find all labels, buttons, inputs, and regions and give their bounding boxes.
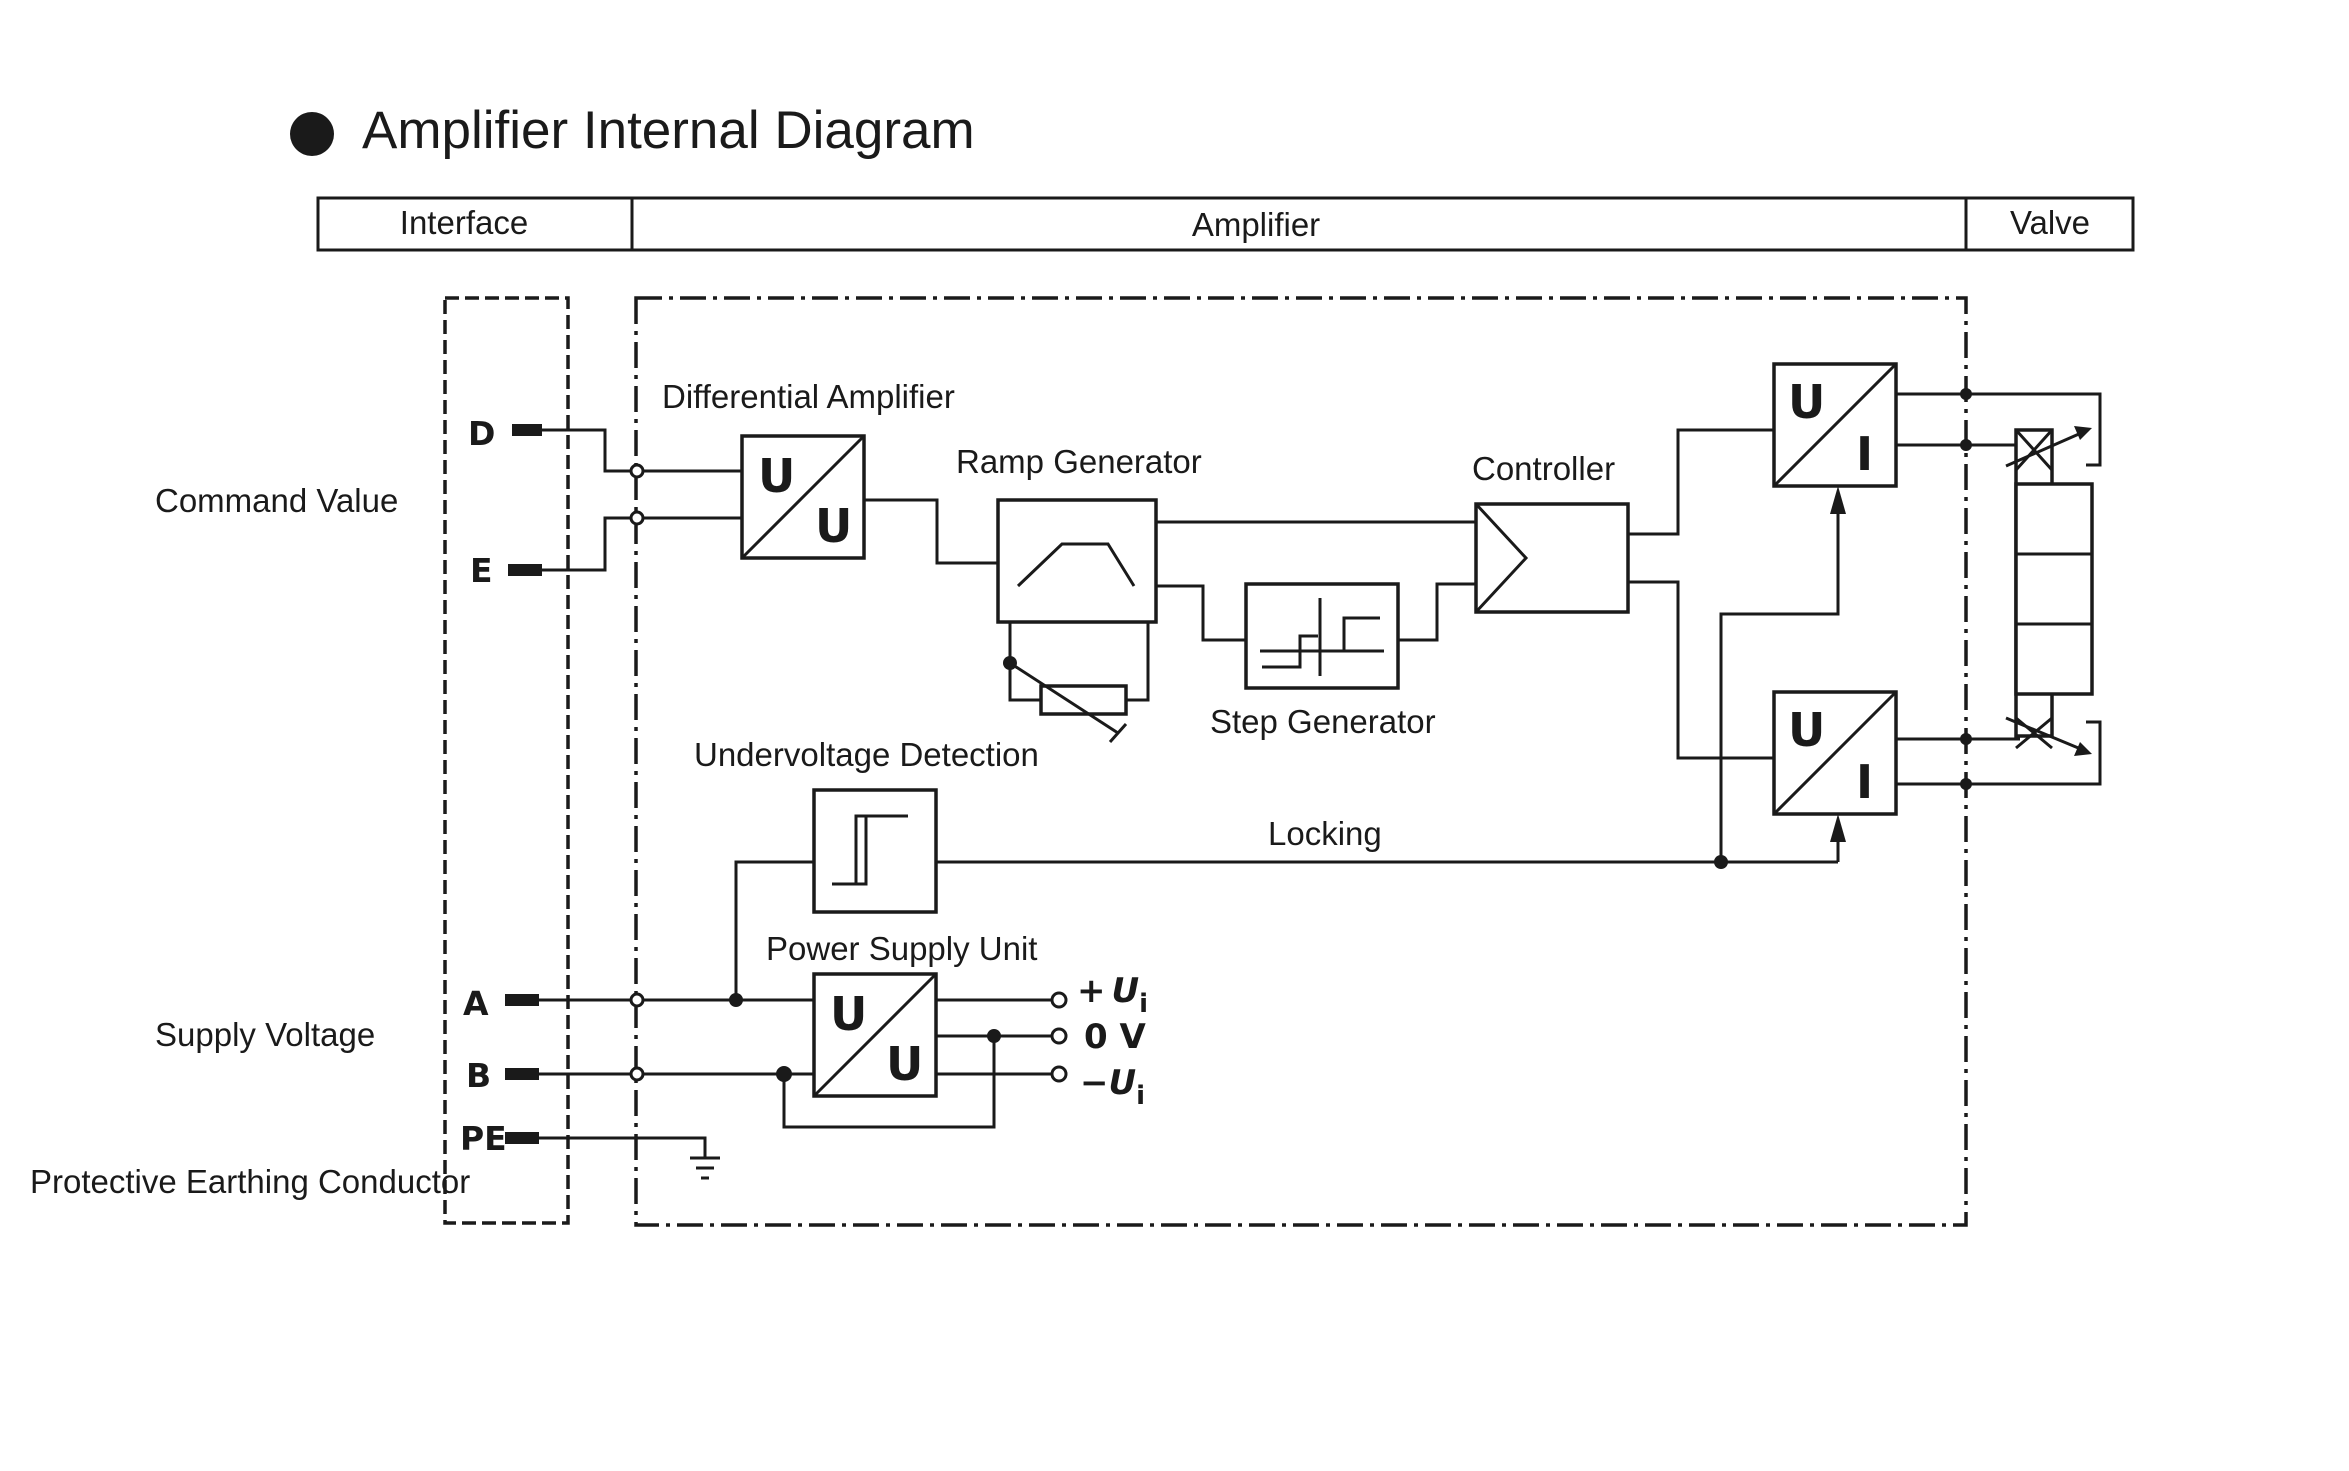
command-wires (542, 428, 742, 572)
undervoltage-detection-label: Undervoltage Detection (694, 736, 1039, 773)
page-title: Amplifier Internal Diagram (362, 101, 975, 160)
step-generator-label: Step Generator (1210, 703, 1436, 740)
valve-solenoid (2005, 426, 2094, 756)
ramp-generator-label: Ramp Generator (956, 443, 1202, 480)
pin-pe-label: PE (460, 1119, 507, 1158)
controller-block (1474, 502, 1630, 614)
psu-u-in: U (830, 987, 867, 1041)
pin-b-label: B (466, 1056, 491, 1095)
pin-b-terminal (505, 1068, 539, 1080)
output-plus-ui: +Ui (1077, 971, 1148, 1019)
pin-e-terminal (508, 564, 542, 576)
diff-amp-u-out: U (815, 499, 852, 553)
valve-wiring (1896, 388, 2102, 790)
supply-wires (539, 860, 996, 1180)
interface-boundary (443, 296, 570, 1225)
ui-top-i: I (1856, 427, 1873, 481)
power-supply-unit-block: U U (812, 972, 938, 1098)
output-minus-ui: −Ui (1080, 1063, 1145, 1111)
header-interface: Interface (400, 204, 528, 241)
header-amplifier: Amplifier (1192, 206, 1320, 243)
title-bullet-icon (290, 112, 334, 156)
pin-e-label: E (470, 551, 493, 590)
amplifier-boundary (634, 296, 1968, 1227)
ui-bottom-u: U (1788, 703, 1825, 757)
pin-a-label: A (463, 984, 489, 1023)
supply-voltage-label: Supply Voltage (155, 1016, 375, 1053)
differential-amplifier-block: U U (740, 434, 866, 560)
psu-output-wires (936, 991, 1068, 1083)
ui-bottom-i: I (1856, 755, 1873, 809)
wire-controller-to-ui-top (1628, 428, 1774, 536)
pin-pe-terminal (505, 1132, 539, 1144)
wire-controller-to-ui-bottom (1628, 580, 1774, 760)
ui-converter-bottom: U I (1772, 690, 1898, 816)
pin-d-label: D (468, 414, 495, 453)
locking-wire (936, 486, 1846, 869)
differential-amplifier-label: Differential Amplifier (662, 378, 955, 415)
wire-diff-to-ramp (864, 498, 998, 565)
header-table: Interface Amplifier Valve (316, 196, 2135, 252)
psu-u-out: U (886, 1037, 923, 1091)
step-generator-block (1244, 582, 1400, 690)
command-value-label: Command Value (155, 482, 398, 519)
power-supply-unit-label: Power Supply Unit (766, 930, 1037, 967)
locking-label: Locking (1268, 815, 1382, 852)
ui-top-u: U (1788, 375, 1825, 429)
controller-label: Controller (1472, 450, 1615, 487)
ui-converter-top: U I (1772, 362, 1898, 488)
pin-a-terminal (505, 994, 539, 1006)
diff-amp-u-in: U (758, 449, 795, 503)
ramp-generator-block (996, 498, 1158, 624)
ramp-potentiometer (1003, 622, 1150, 743)
wire-step-to-controller (1398, 582, 1476, 642)
undervoltage-detection-block (812, 788, 938, 914)
protective-earthing-label: Protective Earthing Conductor (30, 1163, 470, 1200)
wire-ramp-to-step (1156, 584, 1246, 642)
pin-d-terminal (512, 424, 542, 436)
output-zero-v: 0 V (1084, 1017, 1146, 1057)
header-valve: Valve (2010, 204, 2090, 241)
